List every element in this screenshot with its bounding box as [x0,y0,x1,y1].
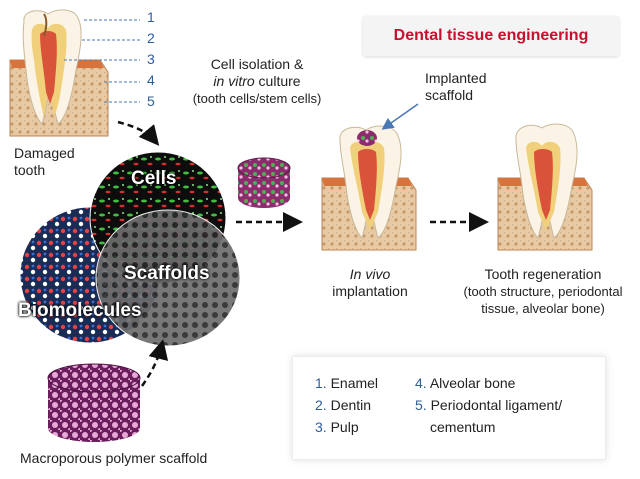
legend-item-5: 5. Periodontal ligament/ [415,397,563,413]
regen-line3: tissue, alveolar bone) [481,301,605,316]
tooth-number-3: 3 [147,51,155,67]
title-box: Dental tissue engineering [363,16,619,56]
cell-isolation-line2: in vitro culture [182,73,332,90]
cell-isolation-label: Cell isolation & in vitro culture (tooth… [182,56,332,107]
damaged-tooth-label-line2: tooth [14,162,46,178]
venn-circles [19,151,241,347]
in-vivo-label: In vivo implantation [320,266,420,300]
cell-isolation-line1: Cell isolation & [210,56,304,72]
in-vitro-italic: in vitro [213,73,255,89]
tooth-number-2: 2 [147,30,155,46]
tooth-number-5: 5 [147,93,155,109]
regen-line2: (tooth structure, periodontal [463,284,623,299]
tooth-number-1: 1 [147,9,155,25]
damaged-tooth-illustration [9,9,109,137]
process-arrows [117,120,489,387]
legend-item-4: 4. Alveolar bone [415,375,516,391]
implanted-scaffold-pointer [381,103,419,130]
circle-label-scaffolds: Scaffolds [124,263,210,284]
culture-text: culture [254,73,301,89]
regen-line1: Tooth regeneration [484,266,602,282]
cell-seeded-scaffold-disc [237,157,291,208]
implanted-line2: scaffold [425,87,473,103]
implanted-scaffold-label: Implanted scaffold [425,70,486,104]
tooth-number-4: 4 [147,72,155,88]
tooth-number-leaders [64,19,140,103]
diagram-title: Dental tissue engineering [393,27,589,44]
tooth-regeneration-label: Tooth regeneration (tooth structure, per… [448,266,638,317]
legend-item-5-cont: cementum [430,419,496,435]
damaged-tooth-label: Damaged tooth [14,145,75,179]
macroporous-scaffold-label: Macroporous polymer scaffold [20,450,208,466]
circle-label-biomolecules: Biomolecules [18,300,142,321]
legend-item-3: 3. Pulp [315,419,359,435]
legend-item-1: 1. Enamel [315,375,379,391]
implantation-text: implantation [332,283,408,299]
implanted-tooth-illustration [321,125,417,251]
legend-item-2: 2. Dentin [315,397,372,413]
legend-box: 1. Enamel 2. Dentin 3. Pulp 4. Alveolar … [292,356,606,460]
circle-label-cells: Cells [131,168,177,189]
macroporous-scaffold-illustration [47,363,141,442]
implanted-line1: Implanted [425,70,487,86]
in-vivo-italic: In vivo [349,266,391,282]
regenerated-tooth-illustration [497,123,593,251]
damaged-tooth-label-line1: Damaged [14,145,75,161]
cell-isolation-line3: (tooth cells/stem cells) [192,91,322,106]
